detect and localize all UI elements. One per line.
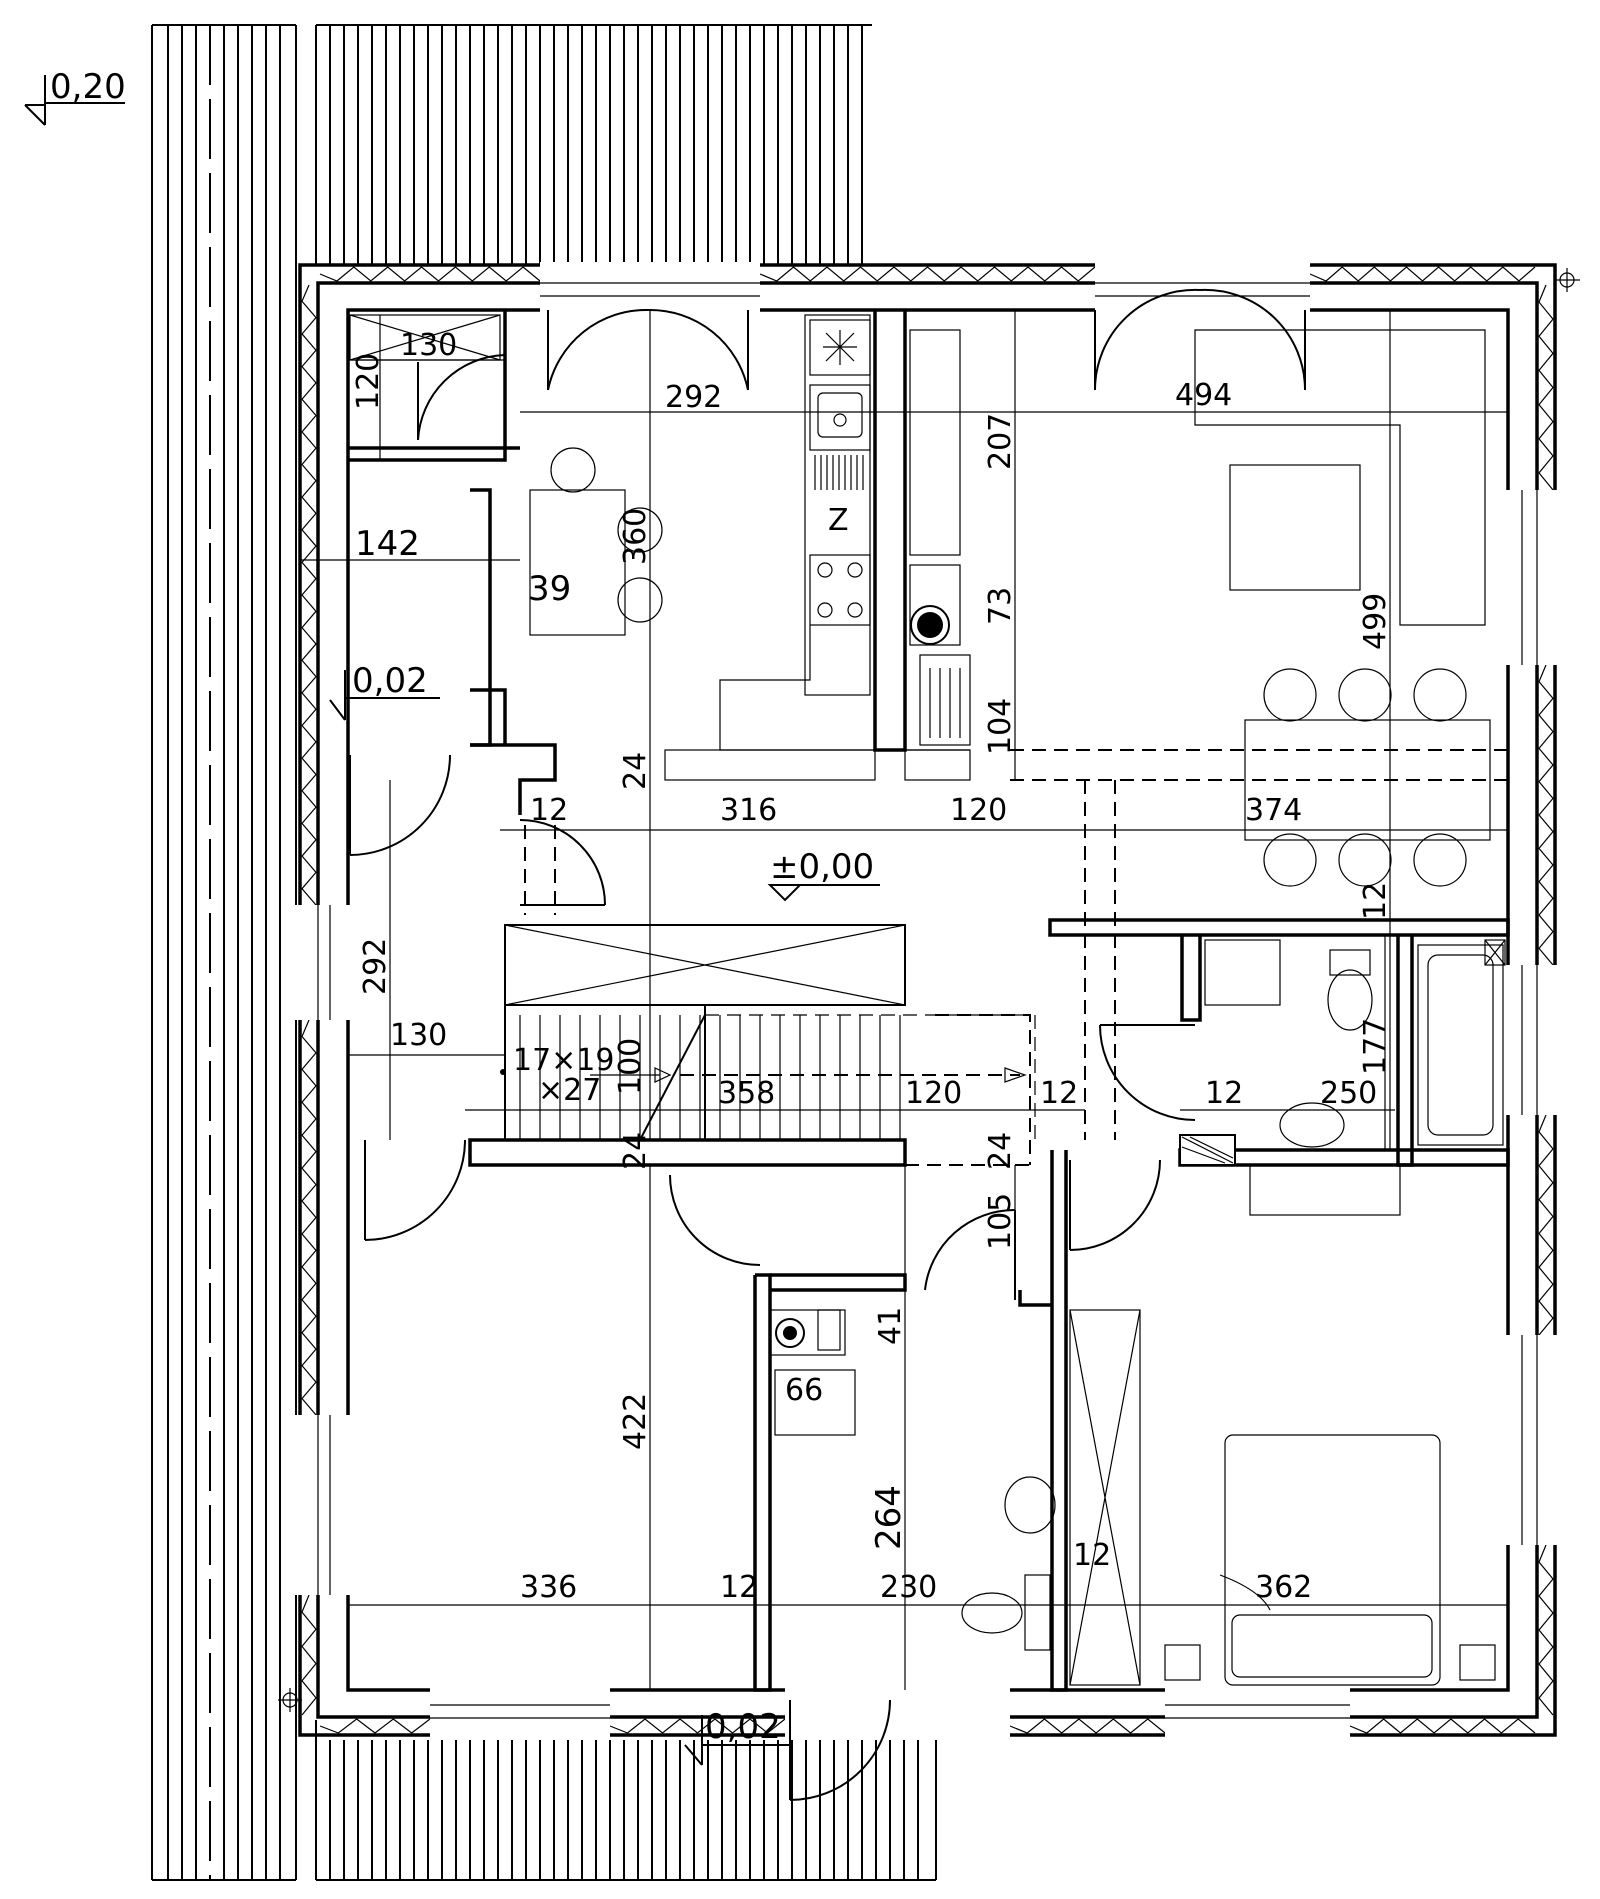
level-text-terrace-bottom: 0,02 <box>705 1707 781 1747</box>
dim-250: 250 <box>1320 1076 1377 1111</box>
dim-105: 105 <box>983 1193 1018 1250</box>
dim-292-left: 292 <box>358 938 393 995</box>
dim-499: 499 <box>1358 593 1393 650</box>
dimension-labels: 130 120 292 494 207 142 39 360 73 499 10… <box>351 328 1393 1605</box>
left-terrace-deck <box>151 24 297 1881</box>
dim-66: 66 <box>785 1373 823 1408</box>
dim-39: 39 <box>528 569 571 609</box>
insulation-zigzag <box>301 1019 317 1416</box>
doors <box>349 288 1307 1801</box>
kitchen <box>664 310 971 781</box>
insulation-zigzag <box>759 266 1096 282</box>
dim-177: 177 <box>1358 1018 1393 1075</box>
dim-24-a: 24 <box>618 752 653 790</box>
dim-292-top: 292 <box>665 380 722 415</box>
level-marker-terrace-left: 0,20 <box>24 67 126 126</box>
dim-12-b: 12 <box>1358 882 1393 920</box>
stair-spec-line2: ×27 <box>538 1073 601 1108</box>
insulation-zigzag <box>301 284 317 906</box>
level-marker-terrace-bottom: 0,02 <box>684 1707 790 1766</box>
insulation-zigzag <box>1538 1114 1554 1336</box>
corner-marks <box>278 268 1580 1712</box>
dim-360: 360 <box>618 508 653 565</box>
dim-120-stairs: 120 <box>905 1076 962 1111</box>
dim-120-left: 120 <box>351 353 386 410</box>
insulation-zigzag <box>319 266 541 282</box>
dim-422: 422 <box>618 1393 653 1450</box>
top-terrace-deck <box>315 24 872 265</box>
dim-316: 316 <box>720 793 777 828</box>
insulation-zigzag <box>1538 1544 1554 1716</box>
stair-spec-line1: 17×19 <box>513 1043 614 1078</box>
level-text-hall-entry: 0,02 <box>352 661 428 701</box>
dim-358: 358 <box>718 1076 775 1111</box>
staircase <box>504 924 1036 1141</box>
insulation-zigzag <box>609 1718 786 1734</box>
dim-104: 104 <box>983 698 1018 755</box>
dim-374: 374 <box>1245 793 1302 828</box>
dim-12-c: 12 <box>1040 1076 1078 1111</box>
dim-494: 494 <box>1175 378 1232 413</box>
dimension-lines <box>300 310 1508 1690</box>
insulation-zigzag <box>319 1718 431 1734</box>
dim-362: 362 <box>1255 1570 1312 1605</box>
dim-12-e: 12 <box>720 1570 758 1605</box>
dim-24-b: 24 <box>618 1132 653 1170</box>
living-room <box>1194 329 1491 887</box>
dim-142: 142 <box>355 524 420 564</box>
level-marker-main: ±0,00 <box>767 847 880 902</box>
dim-336: 336 <box>520 1570 577 1605</box>
interior-walls <box>348 310 1510 1692</box>
bottom-terrace-deck <box>315 1720 937 1881</box>
level-text-main: ±0,00 <box>770 847 874 887</box>
dim-120-mid: 120 <box>950 793 1007 828</box>
insulation-zigzag <box>1349 1718 1536 1734</box>
dim-24-c: 24 <box>983 1132 1018 1170</box>
dim-12-d: 12 <box>1205 1076 1243 1111</box>
dim-130-top: 130 <box>400 328 457 363</box>
dim-73: 73 <box>983 587 1018 625</box>
insulation-zigzag <box>1309 266 1536 282</box>
insulation-zigzag <box>301 1594 317 1716</box>
dim-100: 100 <box>613 1038 648 1095</box>
stair-annotation: 17×19 ×27 <box>500 1043 614 1108</box>
level-text-terrace-left: 0,20 <box>50 67 126 107</box>
dim-12-a: 12 <box>530 793 568 828</box>
insulation-zigzag <box>1009 1718 1166 1734</box>
overhead-dashed-lines <box>524 749 1508 1166</box>
insulation-zigzag <box>1538 664 1554 966</box>
dim-41: 41 <box>873 1307 908 1345</box>
kitchen-table <box>529 447 663 636</box>
kitchen-mark: Z <box>828 503 849 538</box>
exterior-walls <box>298 263 1557 1737</box>
insulation-zigzag <box>1538 284 1554 491</box>
bathroom <box>1179 939 1506 1216</box>
windows <box>295 262 1560 1740</box>
dim-12-f: 12 <box>1073 1538 1111 1573</box>
dim-230: 230 <box>880 1570 937 1605</box>
wc-and-boiler <box>769 1309 1056 1651</box>
level-marker-hall-entry: 0,02 <box>329 661 440 721</box>
dim-264: 264 <box>869 1485 909 1550</box>
dim-130-left: 130 <box>390 1018 447 1053</box>
dim-207: 207 <box>983 413 1018 470</box>
bedroom <box>1069 1309 1496 1686</box>
